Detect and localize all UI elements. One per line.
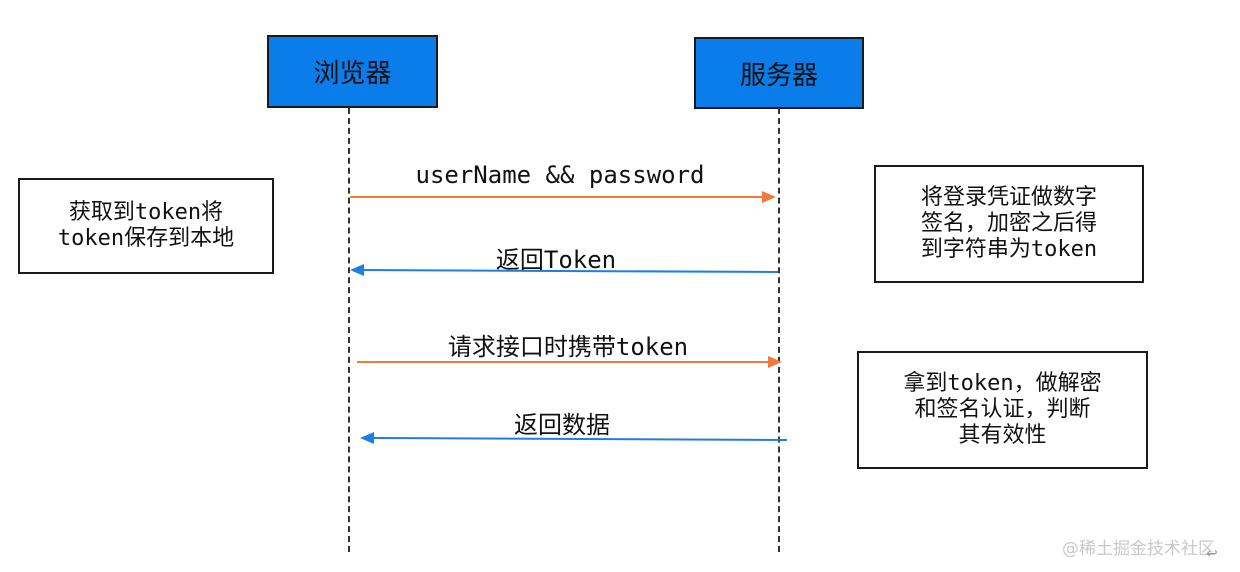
actor-browser: 浏览器 (267, 35, 438, 108)
message-label-data: 返回数据 (514, 411, 610, 439)
note-sign-token-line-2: 签名，加密之后得 (920, 211, 1097, 236)
arrow-api-request (357, 356, 782, 368)
note-store-token: 获取到token将 token保存到本地 (18, 178, 274, 274)
note-store-token-line-1: 获取到token将 (68, 200, 224, 225)
note-verify-token-line-2: 和签名认证，判断 (914, 397, 1091, 422)
browser-lifeline (348, 108, 350, 552)
return-icon: ↩ (1206, 546, 1218, 562)
note-sign-token-line-3: 到字符串为token (920, 237, 1098, 262)
message-label-token: 返回Token (495, 246, 617, 274)
arrow-token-response (350, 264, 779, 276)
message-label-api: 请求接口时携带token (447, 333, 689, 361)
actor-browser-label: 浏览器 (313, 59, 392, 89)
note-store-token-line-2: token保存到本地 (57, 226, 235, 251)
arrow-login-request (350, 191, 776, 203)
server-lifeline (778, 108, 780, 552)
note-verify-token-line-1: 拿到token，做解密 (903, 371, 1102, 396)
note-sign-token-line-1: 将登录凭证做数字 (920, 185, 1097, 210)
note-sign-token: 将登录凭证做数字 签名，加密之后得 到字符串为token (874, 165, 1144, 283)
note-verify-token-line-3: 其有效性 (958, 423, 1047, 448)
arrow-data-response (360, 432, 788, 444)
actor-server-label: 服务器 (739, 60, 818, 91)
note-verify-token: 拿到token，做解密 和签名认证，判断 其有效性 (857, 351, 1148, 469)
watermark: @稀土掘金技术社区 (1062, 539, 1215, 559)
message-label-login: userName && password (415, 161, 705, 189)
